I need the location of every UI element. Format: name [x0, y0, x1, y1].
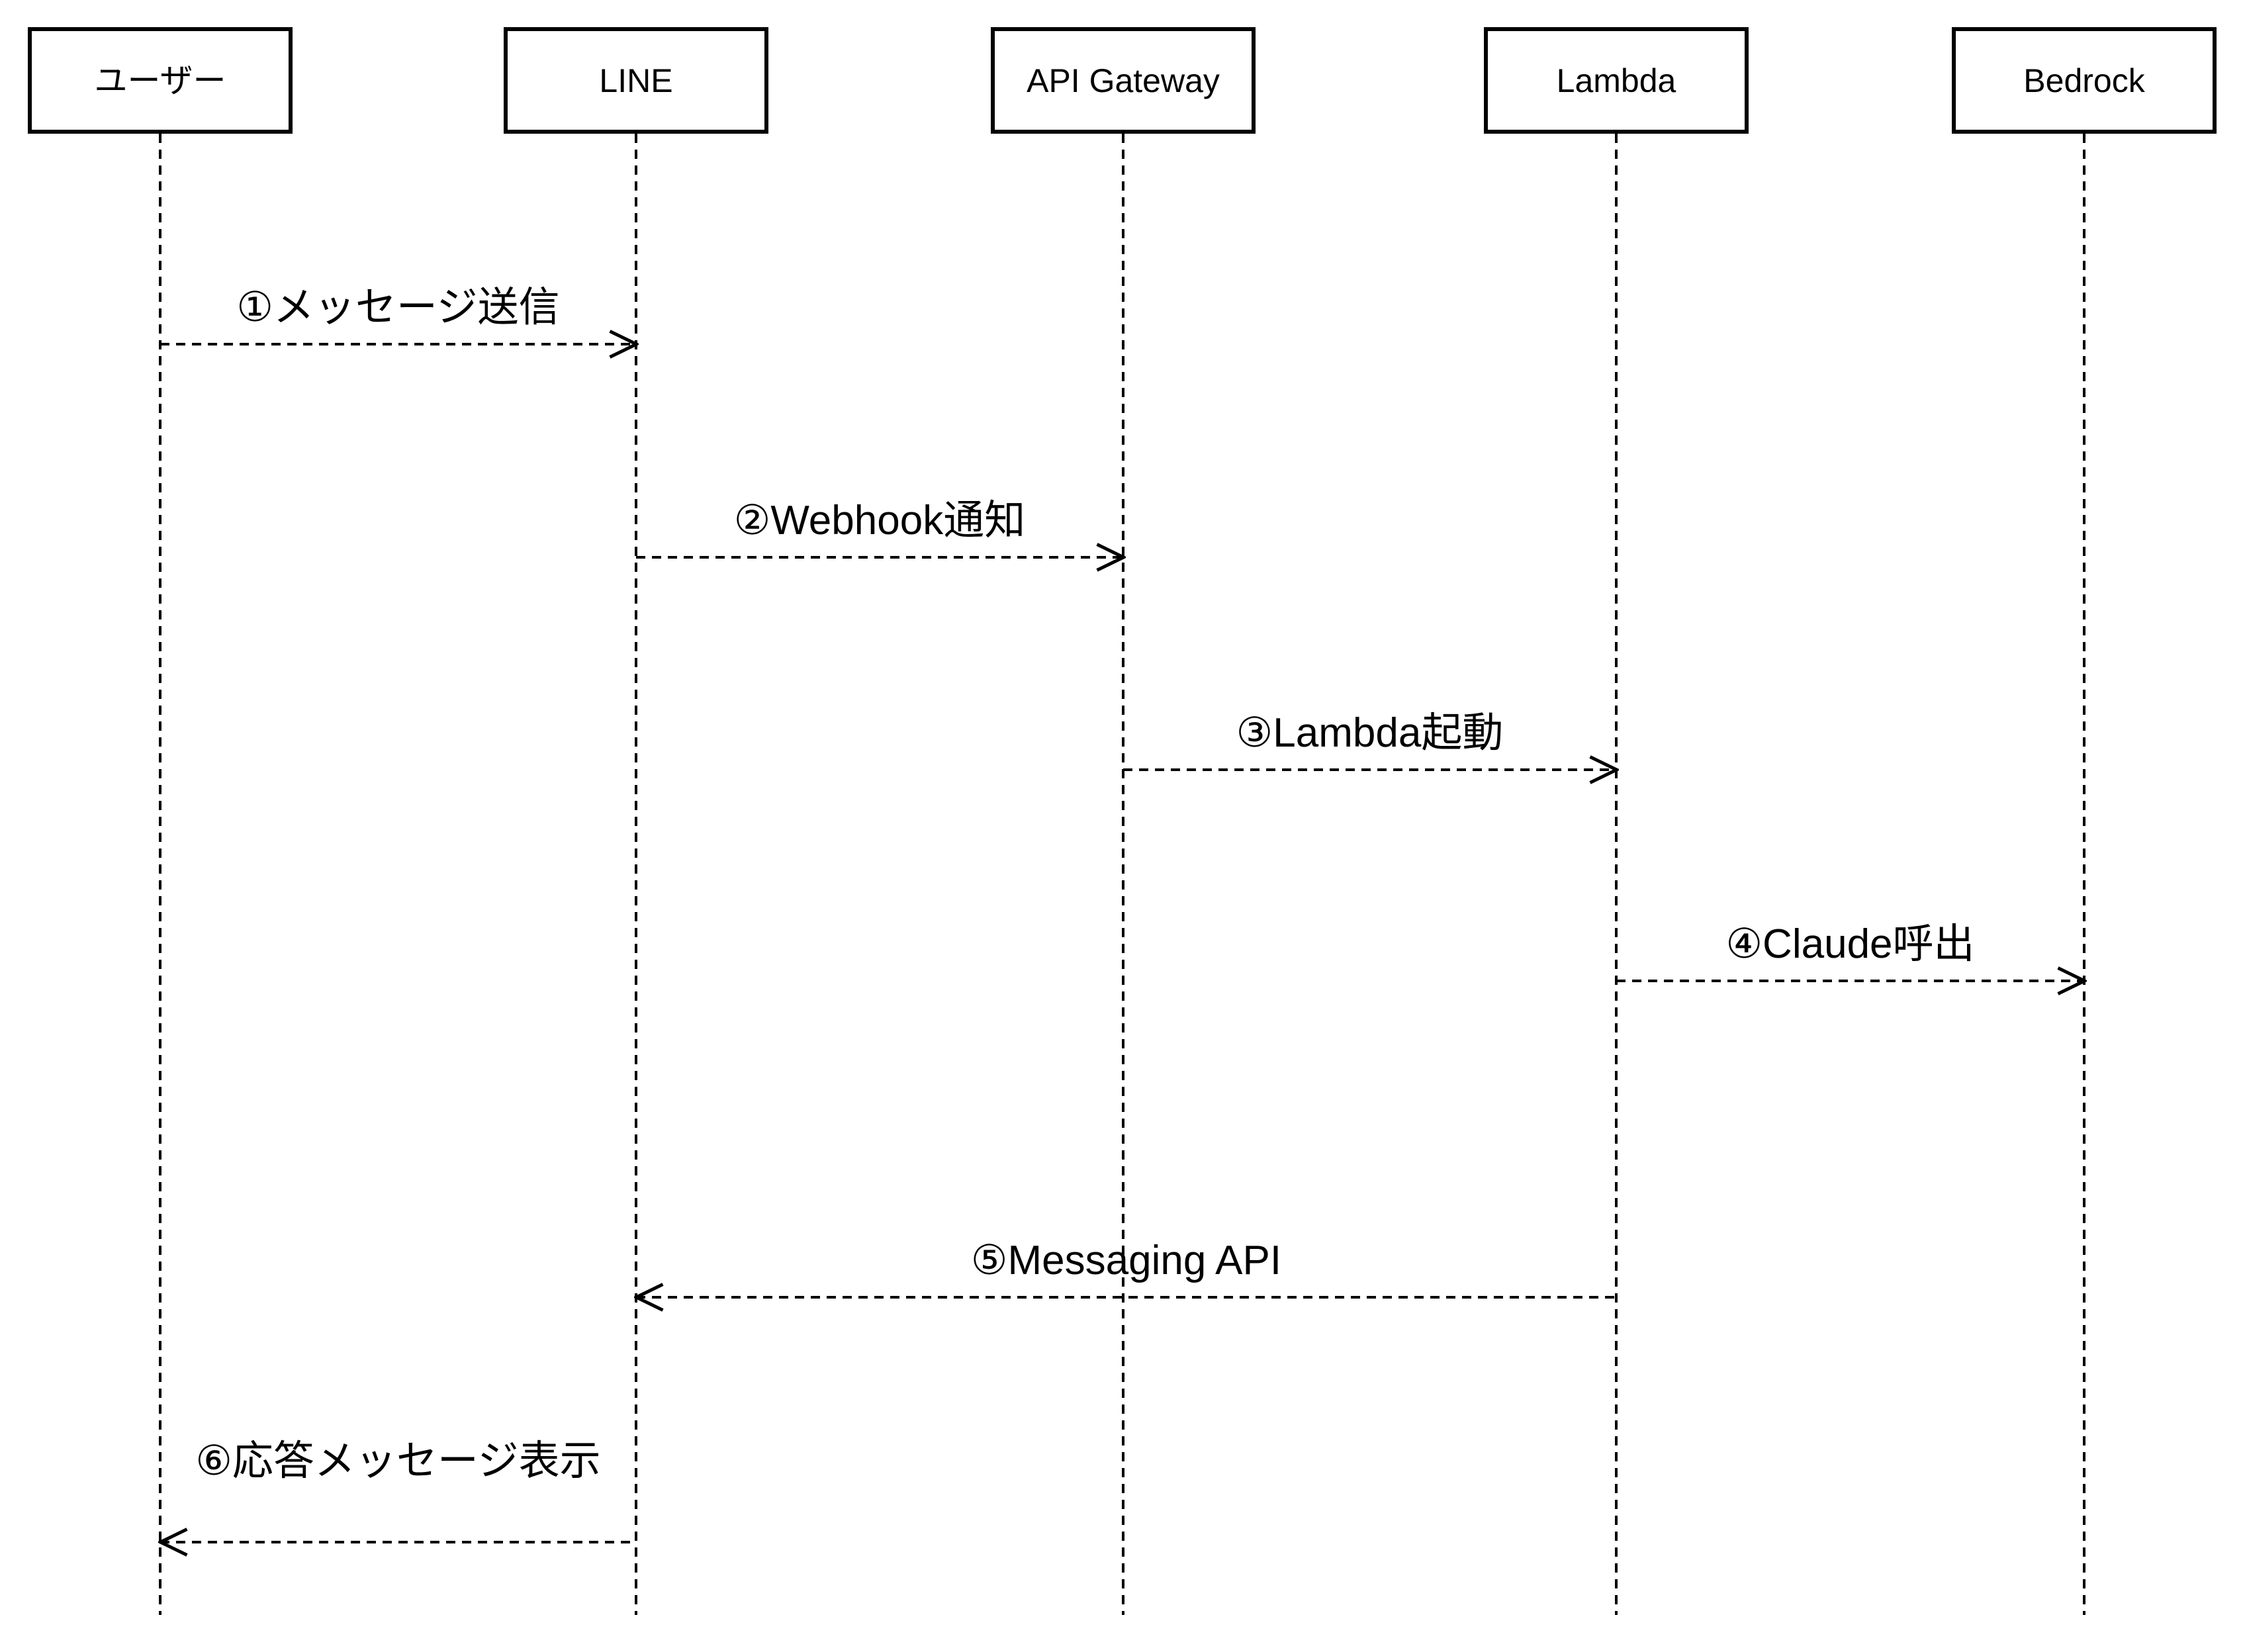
lifeline-user: [159, 134, 161, 1615]
arrowhead-icon-5: [633, 1283, 664, 1312]
arrowhead-icon-2: [1095, 543, 1126, 572]
actor-box-line: LINE: [504, 27, 768, 134]
actor-box-lambda: Lambda: [1484, 27, 1749, 134]
lifeline-bedrock: [2083, 134, 2085, 1615]
arrowhead-icon-1: [608, 330, 639, 359]
arrowhead-icon-4: [2056, 966, 2087, 995]
arrowhead-icon-6: [158, 1528, 188, 1557]
message-label-6: ⑥応答メッセージ表示: [195, 1438, 601, 1484]
arrowhead-icon-3: [1588, 755, 1619, 784]
message-label-3: ③Lambda起動: [1236, 710, 1504, 756]
message-label-4: ④Claude呼出: [1725, 921, 1975, 967]
lifeline-api-gateway: [1122, 134, 1124, 1615]
message-arrow-3: [1123, 768, 1616, 771]
actor-box-bedrock: Bedrock: [1952, 27, 2217, 134]
actor-label-api-gateway: API Gateway: [1027, 62, 1220, 99]
actor-label-user: ユーザー: [94, 62, 226, 99]
actor-label-lambda: Lambda: [1556, 62, 1676, 99]
lifeline-lambda: [1615, 134, 1618, 1615]
actor-box-api-gateway: API Gateway: [991, 27, 1256, 134]
message-label-1: ①メッセージ送信: [236, 285, 560, 330]
message-arrow-5: [636, 1296, 1616, 1299]
message-arrow-2: [636, 556, 1123, 559]
actor-label-line: LINE: [599, 62, 673, 99]
message-label-2: ②Webhook通知: [733, 498, 1026, 543]
message-arrow-6: [160, 1541, 636, 1543]
message-arrow-4: [1616, 980, 2084, 982]
actor-box-user: ユーザー: [28, 27, 293, 134]
message-label-5: ⑤Messaging API: [970, 1238, 1282, 1283]
message-arrow-1: [160, 343, 636, 345]
actor-label-bedrock: Bedrock: [2023, 62, 2145, 99]
lifeline-line: [635, 134, 637, 1615]
